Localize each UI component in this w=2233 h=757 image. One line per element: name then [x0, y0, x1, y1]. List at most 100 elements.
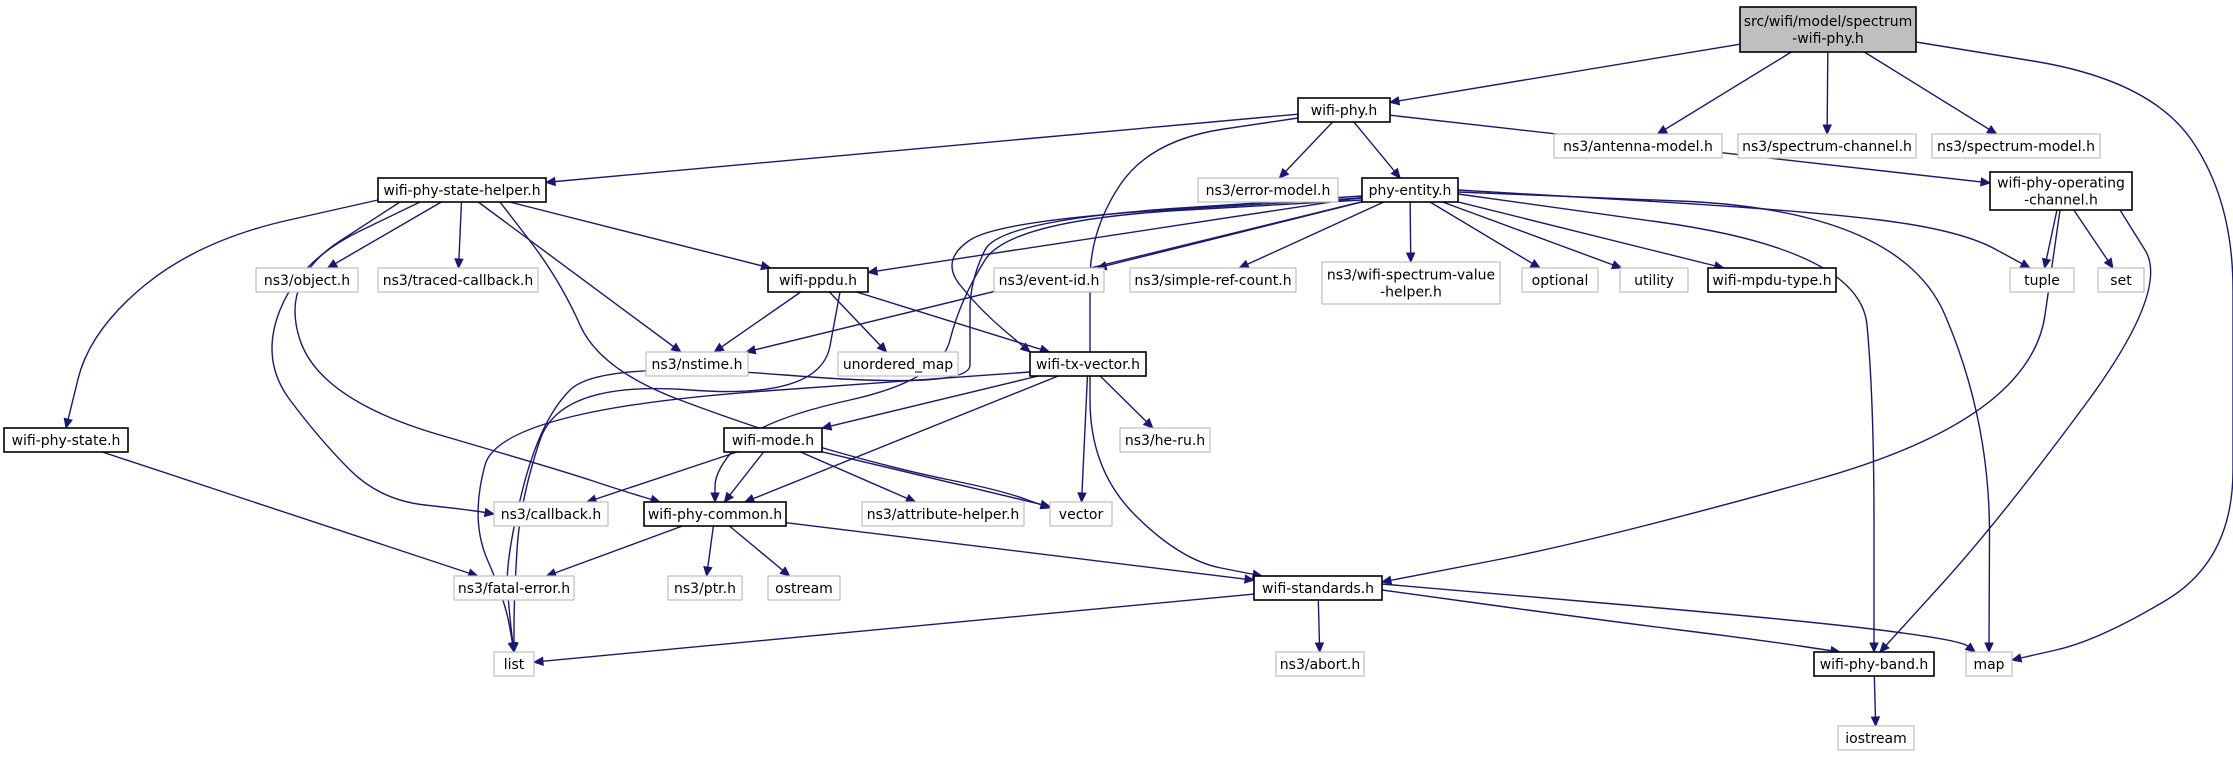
node-box-attribute-helper	[861, 501, 1025, 527]
node-wifi-standards[interactable]: wifi-standards.h	[1253, 575, 1383, 601]
edge-wifi-ppdu-to-nstime	[713, 291, 802, 353]
arrowhead-wifi-phy-common-to-wifi-standards	[1243, 574, 1256, 584]
node-box-vector	[1049, 501, 1113, 527]
node-label-abort: ns3/abort.h	[1280, 657, 1360, 673]
arrowhead-phy-entity-to-wifi-ppdu	[866, 266, 879, 276]
edge-wifi-phy-state-helper-to-object	[327, 201, 442, 269]
edge-wifi-phy-common-to-ostream	[728, 525, 791, 577]
node-box-error-model	[1197, 177, 1339, 203]
node-simple-ref-count: ns3/simple-ref-count.h	[1129, 267, 1297, 293]
arrowhead-phy-entity-to-map	[1984, 642, 1994, 654]
node-label-wifi-phy-state: wifi-phy-state.h	[12, 433, 121, 449]
arrowhead-wifi-phy-common-to-ptr	[703, 565, 713, 578]
node-box-unordered-map	[837, 351, 959, 377]
edge-wifi-phy-state-helper-to-wifi-phy-common	[294, 201, 661, 503]
arrowhead-root-to-wifi-phy	[1388, 96, 1401, 106]
edge-wifi-phy-operating-channel-to-wifi-phy-band	[1879, 209, 2152, 653]
node-box-fatal-error	[453, 575, 575, 601]
node-box-iostream	[1837, 725, 1915, 751]
node-error-model: ns3/error-model.h	[1197, 177, 1339, 203]
node-event-id: ns3/event-id.h	[993, 267, 1105, 293]
node-box-wifi-ppdu	[767, 267, 869, 293]
arrowhead-phy-entity-to-simple-ref-count	[1238, 259, 1250, 269]
node-label-simple-ref-count: ns3/simple-ref-count.h	[1134, 273, 1291, 289]
node-box-he-ru	[1119, 427, 1211, 453]
node-label-optional: optional	[1532, 273, 1589, 289]
edge-wifi-phy-state-helper-to-nstime	[477, 201, 682, 353]
node-wifi-phy-common[interactable]: wifi-phy-common.h	[643, 501, 787, 527]
node-box-wifi-phy-operating-channel	[1989, 171, 2133, 211]
node-wifi-phy-state[interactable]: wifi-phy-state.h	[3, 427, 129, 453]
node-label-ptr: ns3/ptr.h	[674, 581, 736, 597]
arrowhead-wifi-phy-operating-channel-to-wifi-standards	[1380, 575, 1393, 585]
node-label-unordered-map: unordered_map	[843, 357, 953, 373]
arrowhead-root-to-antenna-model	[1656, 124, 1669, 135]
edge-wifi-phy-state-helper-to-wifi-phy-state	[65, 199, 379, 429]
edge-wifi-phy-state-to-fatal-error	[102, 451, 478, 577]
node-root[interactable]: src/wifi/model/spectrum-wifi-phy.h	[1739, 6, 1917, 53]
node-object: ns3/object.h	[255, 267, 359, 293]
edge-wifi-mode-to-callback	[586, 451, 738, 503]
node-label-spectrum-model: ns3/spectrum-model.h	[1937, 139, 2095, 155]
node-label-antenna-model: ns3/antenna-model.h	[1563, 139, 1713, 155]
edge-wifi-phy-state-helper-to-traced-callback	[457, 201, 463, 269]
node-wifi-mpdu-type[interactable]: wifi-mpdu-type.h	[1707, 267, 1837, 293]
arrowhead-wifi-tx-vector-to-list	[507, 641, 518, 654]
edge-phy-entity-to-utility	[1442, 201, 1622, 269]
node-label-wifi-spectrum-value-helper: -helper.h	[1380, 285, 1442, 301]
node-wifi-phy-state-helper[interactable]: wifi-phy-state-helper.h	[377, 177, 547, 203]
nodes-layer: src/wifi/model/spectrum-wifi-phy.h wifi-p…	[3, 6, 2145, 751]
node-label-utility: utility	[1634, 273, 1674, 289]
node-box-wifi-tx-vector	[1029, 351, 1147, 377]
node-set: set	[2097, 267, 2145, 293]
arrowhead-wifi-phy-to-wifi-phy-state-helper	[544, 176, 556, 187]
node-box-object	[255, 267, 359, 293]
node-label-nstime: ns3/nstime.h	[652, 357, 743, 373]
node-label-set: set	[2110, 273, 2132, 289]
node-label-iostream: iostream	[1845, 731, 1907, 747]
edge-wifi-phy-state-helper-to-callback	[271, 201, 495, 515]
arrowhead-wifi-phy-operating-channel-to-tuple	[2041, 257, 2052, 270]
node-label-list: list	[504, 657, 525, 673]
node-phy-entity[interactable]: phy-entity.h	[1361, 177, 1459, 203]
edge-wifi-tx-vector-to-wifi-phy-common	[744, 375, 1059, 503]
node-label-wifi-standards: wifi-standards.h	[1262, 581, 1374, 597]
edge-wifi-ppdu-to-list	[513, 291, 841, 652]
edge-phy-entity-to-wifi-mpdu-type	[1457, 201, 1724, 269]
node-spectrum-model: ns3/spectrum-model.h	[1931, 133, 2101, 159]
node-box-ptr	[667, 575, 743, 601]
arrowhead-phy-entity-to-wifi-phy-common	[710, 492, 720, 504]
node-box-wifi-mode	[723, 427, 823, 453]
node-wifi-phy-band[interactable]: wifi-phy-band.h	[1813, 651, 1935, 677]
edge-wifi-phy-state-helper-to-vector	[499, 201, 1051, 509]
node-wifi-phy-operating-channel[interactable]: wifi-phy-operating-channel.h	[1989, 171, 2133, 211]
node-box-map	[1965, 651, 2013, 677]
node-antenna-model: ns3/antenna-model.h	[1553, 133, 1723, 159]
edge-wifi-phy-to-phy-entity	[1353, 121, 1401, 179]
node-box-spectrum-channel	[1737, 133, 1917, 159]
edge-wifi-phy-to-wifi-phy-state-helper	[545, 113, 1299, 184]
arrowhead-phy-entity-to-wifi-spectrum-value-helper	[1405, 252, 1416, 264]
node-wifi-mode[interactable]: wifi-mode.h	[723, 427, 823, 453]
node-box-wifi-phy-common	[643, 501, 787, 527]
node-box-set	[2097, 267, 2145, 293]
arrowhead-wifi-phy-state-helper-to-traced-callback	[454, 258, 464, 270]
node-label-object: ns3/object.h	[264, 273, 350, 289]
node-fatal-error: ns3/fatal-error.h	[453, 575, 575, 601]
node-wifi-spectrum-value-helper: ns3/wifi-spectrum-value-helper.h	[1321, 261, 1501, 305]
arrowhead-wifi-phy-to-error-model	[1278, 167, 1290, 179]
node-wifi-phy[interactable]: wifi-phy.h	[1297, 97, 1391, 123]
arrowhead-wifi-phy-state-helper-to-object	[326, 259, 339, 269]
node-box-wifi-spectrum-value-helper	[1321, 261, 1501, 305]
arrowhead-wifi-phy-operating-channel-to-wifi-phy-band	[1879, 641, 1890, 653]
edge-root-to-antenna-model	[1657, 51, 1792, 135]
node-box-optional	[1521, 267, 1599, 293]
edge-phy-entity-to-wifi-spectrum-value-helper	[1409, 201, 1412, 263]
node-label-callback: ns3/callback.h	[501, 507, 601, 523]
arrowhead-wifi-standards-to-list	[532, 656, 544, 666]
node-wifi-ppdu[interactable]: wifi-ppdu.h	[767, 267, 869, 293]
node-box-phy-entity	[1361, 177, 1459, 203]
node-wifi-tx-vector[interactable]: wifi-tx-vector.h	[1029, 351, 1147, 377]
node-box-simple-ref-count	[1129, 267, 1297, 293]
